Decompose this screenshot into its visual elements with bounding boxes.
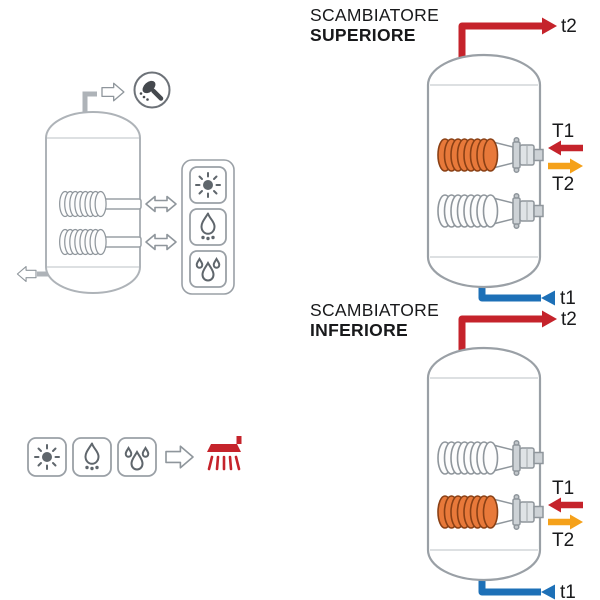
shower-icon xyxy=(133,71,171,109)
cold-inlet-arrow xyxy=(541,584,555,600)
upper-coil xyxy=(437,441,499,475)
label-t1: t1 xyxy=(560,288,576,309)
label-T1: T1 xyxy=(552,478,574,499)
label-t2: t2 xyxy=(561,309,577,330)
label-T2: T2 xyxy=(552,530,574,551)
storage-tank-overview xyxy=(16,71,235,295)
energy-sources-legend xyxy=(27,436,242,477)
coil-return-arrow xyxy=(548,514,583,530)
diagram-title-line1: SCAMBIATORE xyxy=(310,300,439,320)
lower-coil xyxy=(59,228,107,256)
label-T1: T1 xyxy=(552,121,574,142)
drops-box xyxy=(189,250,227,288)
lower-coil xyxy=(437,194,499,228)
sun-icon xyxy=(34,444,60,470)
upper-exchanger-diagram: SCAMBIATORE SUPERIORE t2 t1 T1 T2 xyxy=(310,5,583,309)
upper-coil xyxy=(59,190,107,218)
sun-icon xyxy=(195,172,221,198)
inlet-arrow-icon xyxy=(16,266,37,282)
label-t2: t2 xyxy=(561,16,577,37)
cold-inlet-arrow xyxy=(541,290,555,306)
diagram-title-line2: SUPERIORE xyxy=(310,25,416,45)
hot-outlet-arrow xyxy=(542,17,557,35)
coil-supply-arrow xyxy=(548,140,583,156)
red-shower-icon xyxy=(207,436,242,471)
exchange-arrow-icon xyxy=(145,195,177,213)
coil-supply-arrow xyxy=(548,497,583,513)
diagram-title-line2: INFERIORE xyxy=(310,320,408,340)
flame-box xyxy=(72,437,112,477)
hot-outlet-pipe xyxy=(458,315,542,363)
hot-outlet-arrow xyxy=(542,310,557,328)
drops-box xyxy=(117,437,157,477)
upper-coil-active xyxy=(437,138,499,172)
lower-exchanger-diagram: SCAMBIATORE INFERIORE t2 t1 T1 T2 xyxy=(310,300,583,600)
label-T2: T2 xyxy=(552,174,574,195)
label-t1: t1 xyxy=(560,582,576,600)
hot-outlet-pipe xyxy=(458,22,542,70)
lower-coil-active xyxy=(437,495,499,529)
exchange-arrow-icon xyxy=(145,233,177,251)
flame-box xyxy=(189,208,227,246)
coil-return-arrow xyxy=(548,158,583,174)
diagram-title-line1: SCAMBIATORE xyxy=(310,5,439,25)
flow-to-shower-arrow-icon xyxy=(101,82,125,102)
implies-arrow-icon xyxy=(165,445,194,469)
